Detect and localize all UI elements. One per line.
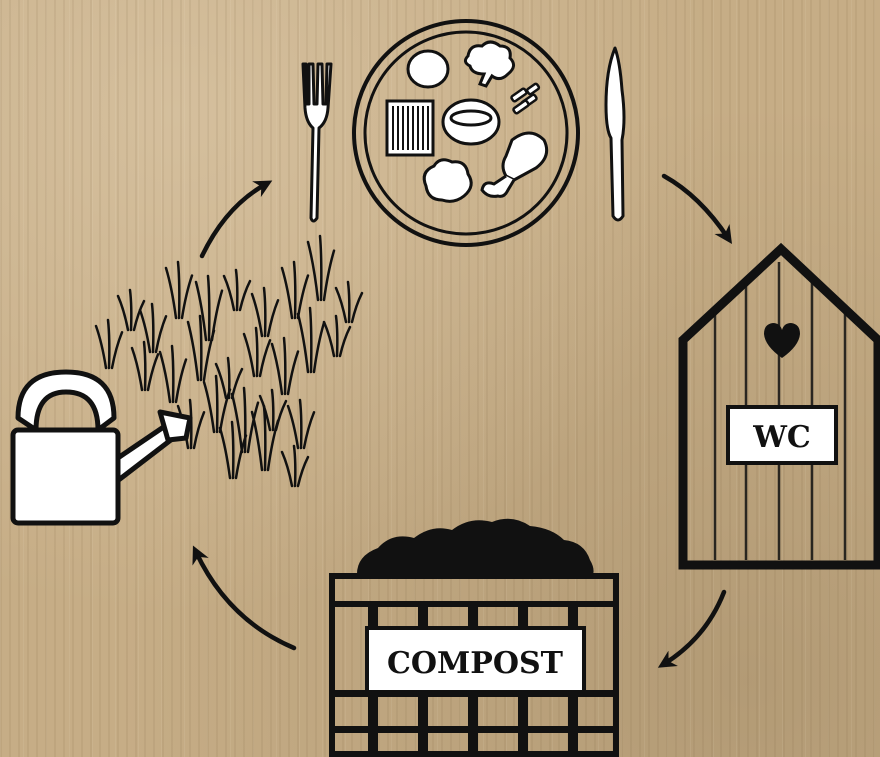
- grass-blade: [156, 316, 166, 352]
- grass-blade: [336, 316, 337, 356]
- grass-blade: [182, 276, 192, 319]
- grass-blade: [320, 236, 321, 300]
- grass-blade: [220, 428, 230, 478]
- soil-heap: [357, 519, 594, 578]
- compost-crate-icon: COMPOST: [332, 519, 616, 754]
- wc-sign-label: WC: [752, 420, 811, 455]
- grass-blade: [130, 290, 131, 330]
- grass-blade: [294, 262, 295, 318]
- grass-blade: [298, 314, 308, 372]
- grass-blade: [236, 270, 237, 310]
- compost-sign-label: COMPOST: [387, 646, 564, 681]
- grass-blade: [324, 251, 334, 300]
- grass-blade: [178, 262, 179, 318]
- heart-icon: [764, 323, 800, 358]
- bread-icon: [387, 101, 433, 155]
- watering-can-icon: [13, 372, 190, 523]
- grass-blade: [244, 334, 254, 376]
- knife-icon: [606, 48, 624, 220]
- grass-blade: [148, 354, 158, 390]
- rice-icon: [424, 160, 471, 202]
- grass-blade: [348, 282, 349, 322]
- grass-blade: [288, 352, 298, 395]
- grass-blade: [176, 360, 186, 403]
- grass-blade: [96, 326, 106, 368]
- fork-icon: [303, 64, 331, 221]
- grass-blade: [282, 268, 292, 318]
- egg-icon: [408, 51, 448, 87]
- grass-blade: [272, 390, 273, 430]
- grass-blade: [352, 293, 362, 322]
- grass-blade: [204, 382, 214, 432]
- grass-blade: [152, 304, 153, 352]
- grass-blade: [188, 322, 198, 380]
- grass-blade: [300, 400, 301, 448]
- grass-blade: [298, 457, 308, 486]
- grass-blade: [118, 296, 128, 330]
- grass-blade: [310, 308, 311, 372]
- broccoli-icon: [465, 42, 513, 86]
- grass-blade: [208, 276, 209, 340]
- grass-blade: [264, 406, 265, 470]
- grass-blade: [200, 316, 201, 380]
- grass-blade: [172, 346, 173, 402]
- grass-blade: [166, 268, 176, 318]
- grass-blade: [324, 322, 334, 356]
- grass-blade: [340, 327, 350, 356]
- plate-icon: [354, 21, 578, 245]
- grass-blade: [282, 452, 292, 486]
- compost-sign: COMPOST: [367, 628, 584, 692]
- grass-blade: [272, 344, 282, 394]
- chicken-leg-icon: [482, 133, 547, 196]
- bowl-icon: [443, 100, 499, 144]
- grass-blade: [308, 242, 318, 300]
- grass-blade: [268, 300, 278, 336]
- fries-icon: [511, 83, 540, 114]
- grass-blade: [260, 340, 270, 376]
- grass-blade: [194, 412, 204, 448]
- grass-blade: [132, 348, 142, 390]
- grass-blade: [108, 320, 109, 368]
- wc-sign: WC: [728, 407, 836, 463]
- outhouse-icon: WC: [683, 249, 878, 565]
- grass-blade: [294, 446, 295, 486]
- grass-blade: [160, 352, 170, 402]
- grass-blade: [144, 342, 145, 390]
- grass-blade: [298, 276, 308, 319]
- grass-blade: [224, 276, 234, 310]
- grass-blade: [232, 369, 242, 398]
- grass-blade: [256, 328, 257, 376]
- cycle-arrow-icon: [196, 176, 728, 664]
- grass-blade: [232, 422, 233, 478]
- grass-blade: [264, 288, 265, 336]
- grass-blade: [112, 332, 122, 368]
- grass-blade: [252, 412, 262, 470]
- grass-blade: [240, 281, 250, 310]
- grass-blade: [304, 412, 314, 448]
- grass-blade: [284, 338, 285, 394]
- grass-blade: [314, 323, 324, 372]
- grass-blade: [216, 376, 217, 432]
- grass-blade: [288, 406, 298, 448]
- grass-blade: [336, 288, 346, 322]
